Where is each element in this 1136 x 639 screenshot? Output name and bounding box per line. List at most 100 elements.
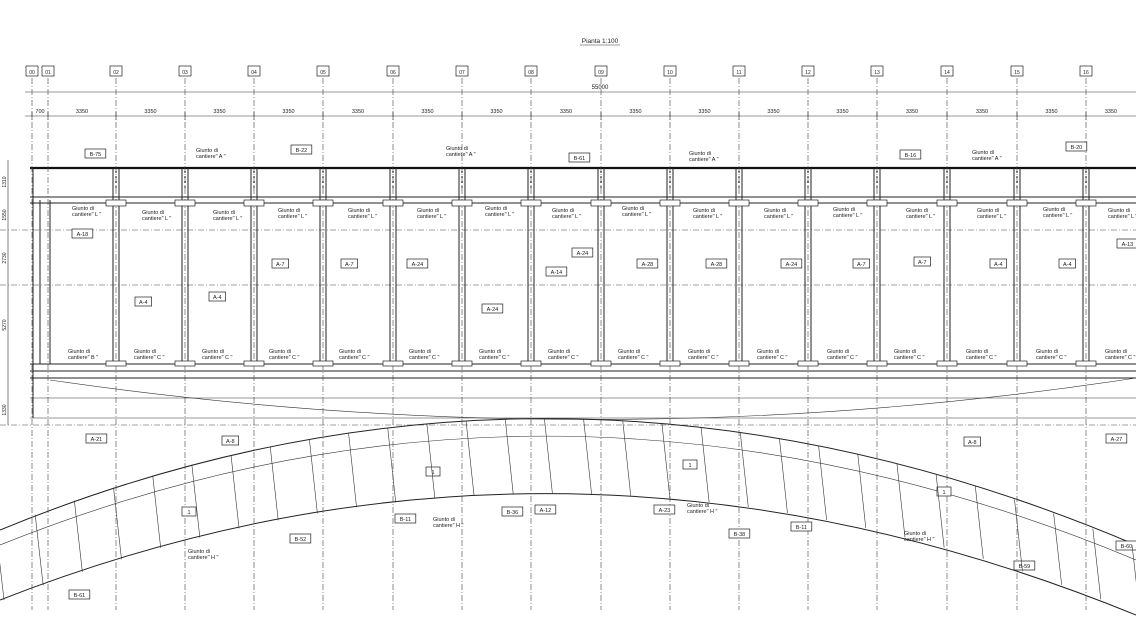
joint-annotation-title: Giunto di: [894, 349, 916, 355]
member-label-mid: A-4: [994, 262, 1003, 268]
joint-annotation-title: Giunto di: [1036, 349, 1058, 355]
column-plate: [1006, 199, 1028, 207]
joint-annotation-title: Giunto di: [552, 208, 574, 214]
joint-annotation-title: Giunto di: [966, 349, 988, 355]
column-plate: [1075, 199, 1097, 207]
joint-annotation-type: cantiere" L ": [142, 216, 171, 222]
axis-tag: [1010, 65, 1024, 77]
column-plate: [866, 360, 888, 367]
arc-rib: [622, 420, 632, 496]
column-plate: [590, 199, 612, 207]
joint-annotation-title: Giunto di: [202, 349, 224, 355]
joint-annotation-type: cantiere" L ": [906, 214, 935, 220]
joint-annotation-title: Giunto di: [417, 208, 439, 214]
column-plate: [312, 360, 334, 367]
member-label-mid: A-28: [711, 262, 723, 268]
arc-rib: [1053, 513, 1062, 585]
member-label-mid: A-24: [577, 251, 589, 257]
member-label-mid-box: [406, 258, 429, 269]
axis-tag: [732, 65, 746, 77]
member-label-low-box: [85, 433, 108, 444]
joint-annotation-type: cantiere" A ": [446, 152, 476, 158]
axis-label: 12: [805, 70, 811, 76]
member-label-mid-box: [705, 258, 728, 269]
arc-rib: [857, 454, 867, 529]
member-label-top-box: [899, 149, 922, 160]
column-plate: [174, 199, 196, 207]
axis-label: 09: [598, 70, 604, 76]
curved-chord-upper: [49, 377, 1136, 420]
member-label-low-box: [963, 436, 981, 447]
member-label-arc: B-61: [74, 593, 86, 599]
joint-annotation-title: Giunto di: [196, 148, 218, 154]
member-label-top: B-20: [1071, 145, 1083, 151]
axis-label: 00: [29, 70, 35, 76]
column-plate: [243, 360, 265, 367]
column-plate: [105, 199, 127, 207]
joint-annotation-title: Giunto di: [485, 206, 507, 212]
arc-rib: [309, 439, 318, 514]
member-label-mid-box: [340, 258, 358, 269]
joint-annotation-title: Giunto di: [688, 349, 710, 355]
column-plate: [866, 199, 888, 207]
column-plate: [728, 199, 750, 207]
joint-annotation-type: cantiere" C ": [548, 355, 579, 361]
member-label-mid: A-14: [551, 270, 563, 276]
member-label-arc: B-60: [1121, 544, 1133, 550]
joint-annotation-type: cantiere" A ": [196, 154, 226, 160]
member-label-mid-box: [71, 228, 94, 239]
span-dimension: 3350: [282, 109, 294, 115]
axis-label: 02: [113, 70, 119, 76]
joint-annotation-title: Giunto di: [72, 206, 94, 212]
member-label-mid-box: [545, 266, 568, 277]
member-label-mid: A-4: [1063, 262, 1072, 268]
joint-annotation-type: cantiere" C ": [1036, 355, 1067, 361]
axis-label: 11: [736, 70, 741, 76]
section-mark: 1: [431, 470, 434, 476]
joint-annotation-type: cantiere" C ": [269, 355, 300, 361]
joint-annotation-type: cantiere" A ": [972, 156, 1002, 162]
column-plate: [243, 199, 265, 207]
section-mark: 1: [187, 510, 190, 516]
joint-annotation-type: cantiere" L ": [693, 214, 722, 220]
axis-tag: [109, 65, 123, 77]
axis-label: 01: [45, 70, 51, 76]
arc-rib: [0, 562, 5, 601]
total-dimension: 55000: [592, 85, 609, 91]
section-mark-box: [181, 506, 197, 517]
member-label-mid-box: [571, 247, 594, 258]
arc-rib: [387, 427, 397, 503]
member-label-arc: A-12: [540, 508, 552, 514]
arc-rib: [1092, 528, 1102, 600]
span-dimension: 3350: [421, 109, 433, 115]
member-label-arc: B-59: [1019, 564, 1031, 570]
arc-rib: [935, 474, 945, 548]
joint-annotation-title: Giunto di: [339, 349, 361, 355]
member-label-mid: A-24: [412, 262, 424, 268]
member-label-low: A-8: [226, 439, 235, 445]
section-mark: 1: [688, 463, 691, 469]
span-dimension: 3350: [213, 109, 225, 115]
member-label-mid: A-4: [139, 300, 148, 306]
joint-annotation-type: cantiere" L ": [417, 214, 446, 220]
joint-annotation-type: cantiere" A ": [689, 157, 719, 163]
arc-rib: [191, 464, 201, 538]
joint-annotation-title: Giunto di: [689, 151, 711, 157]
member-label-low-box: [1105, 433, 1128, 444]
joint-annotation-title: Giunto di: [764, 208, 786, 214]
axis-tag: [1079, 65, 1093, 77]
member-label-arc: A-23: [659, 508, 671, 514]
arc-rib: [465, 420, 475, 496]
column-plate: [520, 360, 542, 367]
member-label-arc: B-36: [507, 510, 519, 516]
joint-annotation-title: Giunto di: [827, 349, 849, 355]
joint-annotation-type: cantiere" L ": [977, 214, 1006, 220]
member-label-top: B-16: [905, 153, 917, 159]
joint-annotation-type: cantiere" L ": [485, 212, 514, 218]
joint-annotation-type: cantiere" L ": [213, 216, 242, 222]
section-mark-box: [682, 459, 698, 470]
arc-rib: [504, 419, 514, 495]
joint-annotation-title: Giunto di: [188, 549, 210, 555]
section-mark-box: [425, 466, 441, 477]
column-plate: [105, 360, 127, 367]
